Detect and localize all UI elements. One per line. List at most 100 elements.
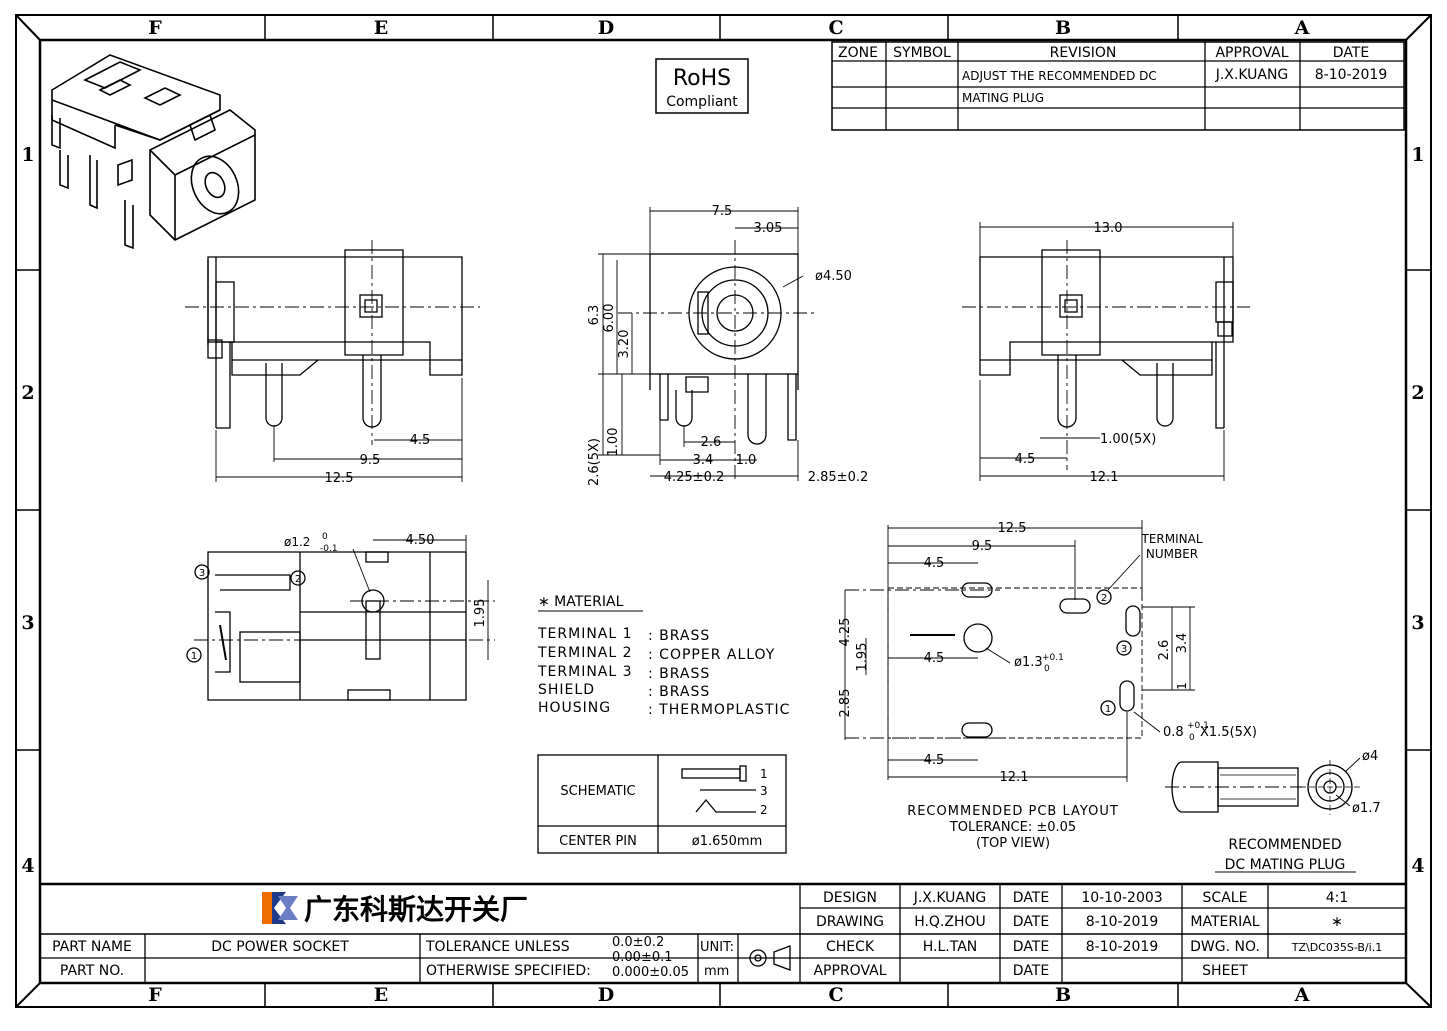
rev-header: SYMBOL — [893, 45, 951, 61]
material-part: TERMINAL 2 — [537, 645, 633, 661]
tb-label: MATERIAL — [1190, 914, 1259, 930]
dim-label: 2.6 — [1157, 640, 1172, 661]
zone-col-label: B — [1055, 984, 1071, 1006]
material-part: HOUSING — [538, 700, 611, 716]
front-view: 7.5 3.05 ø4.50 6.3 6.00 3.20 2.6(5X) 1.0… — [587, 204, 868, 486]
pcb-layout: 12.5 9.5 4.5 TERMINAL NUMBER 4.25 1.95 4… — [838, 520, 1257, 851]
plug-caption: RECOMMENDED — [1228, 837, 1341, 853]
dim-label: 2.85 — [838, 689, 853, 718]
material-value: : COPPER ALLOY — [648, 647, 775, 663]
zone-col-label: D — [598, 984, 614, 1006]
tb-value: 4:1 — [1326, 890, 1349, 906]
tb-label: DESIGN — [823, 890, 877, 906]
tb-tolerance-value: 0.00±0.1 — [612, 950, 673, 965]
dim-label: ø4.50 — [815, 269, 852, 284]
mating-plug: ø4 ø1.7 RECOMMENDED DC MATING PLUG — [1165, 749, 1381, 873]
dim-label: 4.5 — [924, 556, 945, 571]
zone-row-label: 2 — [1411, 382, 1424, 404]
dim-label: 6.00 — [602, 304, 617, 333]
zone-col-label: D — [598, 17, 614, 39]
tb-label: DATE — [1013, 939, 1049, 955]
rev-header: REVISION — [1050, 45, 1117, 61]
pcb-note: NUMBER — [1146, 547, 1198, 561]
tb-tolerance-label: TOLERANCE UNLESS — [425, 939, 570, 955]
dim-label: 4.50 — [406, 533, 435, 548]
dim-label: ø1.2 — [284, 535, 310, 549]
tb-tolerance-label: OTHERWISE SPECIFIED: — [426, 963, 591, 979]
tb-label: PART NAME — [52, 939, 132, 955]
dim-tolerance: 0 — [1044, 664, 1050, 674]
dim-label: X1.5(5X) — [1200, 725, 1257, 740]
tb-label: DATE — [1013, 963, 1049, 979]
rev-text-line2: MATING PLUG — [962, 91, 1044, 105]
rev-date: 8-10-2019 — [1315, 67, 1387, 83]
tb-label: PART NO. — [60, 963, 124, 979]
material-part: TERMINAL 1 — [537, 626, 633, 642]
tb-label: CHECK — [826, 939, 875, 955]
tb-label: DRAWING — [816, 914, 884, 930]
terminal-number: 2 — [295, 574, 301, 585]
schematic-box: SCHEMATIC 1 3 2 CENTER PIN ø1.650mm — [537, 754, 787, 854]
dim-tolerance: +0.1 — [1042, 653, 1064, 663]
tb-value: ∗ — [1331, 914, 1343, 930]
zone-col-label: E — [374, 17, 388, 39]
zone-row-label: 4 — [1411, 855, 1424, 877]
tb-tolerance-value: 0.000±0.05 — [612, 965, 689, 980]
zone-row-label: 3 — [21, 612, 34, 634]
dim-label: 4.5 — [924, 651, 945, 666]
terminal-number: 1 — [1105, 704, 1111, 715]
tb-value: 10-10-2003 — [1081, 890, 1162, 906]
dim-tolerance: -0.1 — [320, 544, 338, 554]
dim-tolerance: 0 — [1189, 733, 1195, 743]
material-value: : BRASS — [648, 684, 710, 700]
schematic-pin: 1 — [760, 767, 768, 781]
dim-label: 4.5 — [924, 753, 945, 768]
dim-label: 1.95 — [855, 643, 870, 672]
pcb-note: TERMINAL — [1140, 532, 1202, 546]
projection-symbol — [744, 945, 795, 971]
dim-label: 9.5 — [360, 453, 381, 468]
rev-header: DATE — [1333, 45, 1369, 61]
tb-label: DATE — [1013, 914, 1049, 930]
dim-label: 3.4 — [1175, 633, 1190, 654]
center-pin-value: ø1.650mm — [692, 834, 763, 849]
tb-label: APPROVAL — [813, 963, 886, 979]
material-title: ∗ MATERIAL — [538, 594, 624, 610]
material-value: : BRASS — [648, 666, 710, 682]
zone-col-label: F — [148, 984, 162, 1006]
tb-label: UNIT: — [700, 940, 734, 955]
tb-value: H.L.TAN — [923, 939, 978, 955]
zone-row-label: 1 — [21, 144, 34, 166]
dim-label: ø1.3 — [1014, 655, 1043, 670]
dim-label: 13.0 — [1094, 221, 1123, 236]
terminal-number: 2 — [1101, 593, 1107, 604]
sheet-frame — [15, 14, 1432, 1008]
pcb-caption: RECOMMENDED PCB LAYOUT — [907, 804, 1119, 819]
zone-col-label: A — [1294, 984, 1310, 1006]
plug-caption: DC MATING PLUG — [1225, 857, 1346, 873]
tb-value: DC POWER SOCKET — [211, 939, 349, 955]
dim-label: 1 — [1175, 682, 1189, 690]
dim-label: 4.5 — [1015, 452, 1036, 467]
zone-col-label: E — [374, 984, 388, 1006]
tb-label: DWG. NO. — [1190, 939, 1260, 955]
schematic-pin: 3 — [760, 784, 768, 798]
tb-label: SHEET — [1202, 963, 1248, 979]
dim-label: 4.25±0.2 — [664, 470, 725, 485]
company-logo — [262, 892, 298, 924]
dim-label: 12.1 — [1000, 770, 1029, 785]
dim-label: 3.20 — [617, 330, 632, 359]
side-view-right: 13.0 1.00(5X) 4.5 12.1 — [962, 221, 1250, 485]
dim-label: 3.05 — [754, 221, 783, 236]
rev-header: ZONE — [838, 45, 878, 61]
material-value: : BRASS — [648, 628, 710, 644]
dim-label: 12.5 — [998, 521, 1027, 536]
company-name: 广东科斯达开关厂 — [304, 893, 528, 926]
dim-label: 7.5 — [712, 204, 733, 219]
top-view: ø1.2 0 -0.1 4.50 1.95 3 2 1 — [186, 532, 495, 701]
zone-col-label: F — [148, 17, 162, 39]
dim-label: 2.6(5X) — [587, 438, 602, 486]
dim-label: 3.4 — [693, 453, 714, 468]
terminal-number: 1 — [191, 651, 197, 662]
